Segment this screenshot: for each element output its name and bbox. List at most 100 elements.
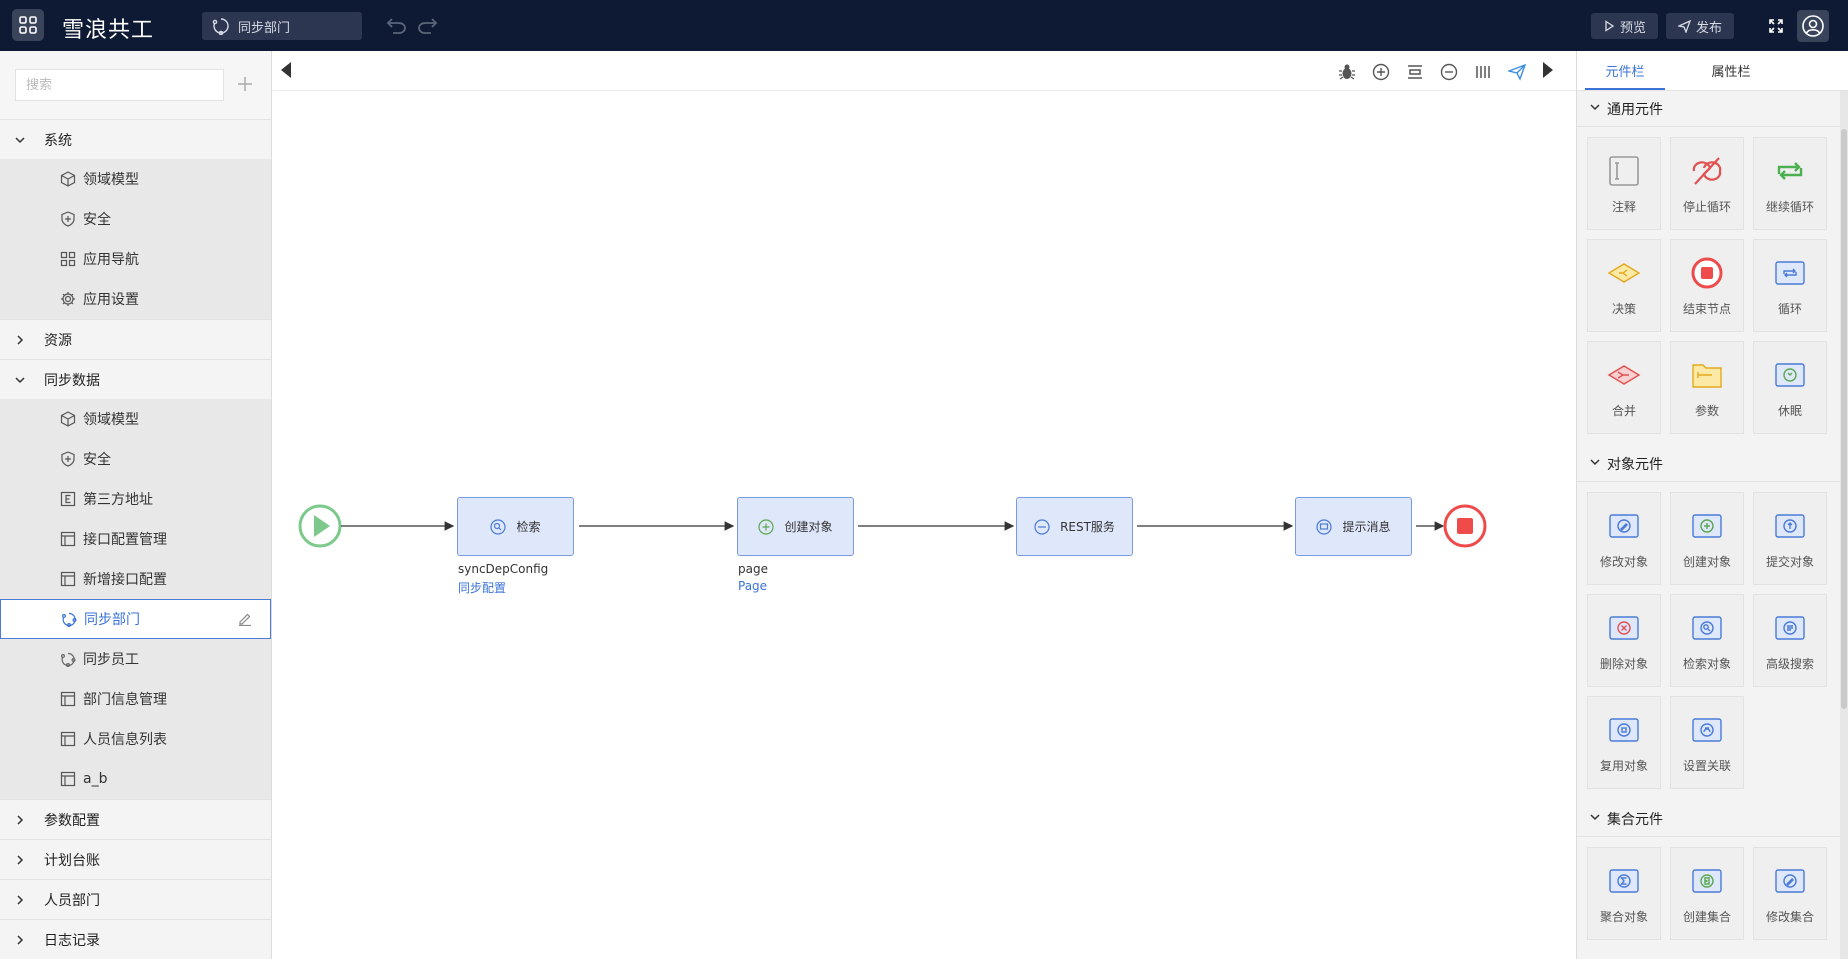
sidebar-item-label: 应用导航: [83, 252, 139, 268]
component-tile[interactable]: 决策: [1587, 239, 1661, 332]
reuse-object-icon: [1605, 711, 1643, 749]
undo-button[interactable]: [386, 16, 408, 38]
component-tile[interactable]: 创建集合: [1670, 847, 1744, 940]
component-label: 设置关联: [1682, 759, 1731, 773]
fullscreen-button[interactable]: [1768, 18, 1784, 38]
component-tile[interactable]: 结束节点: [1670, 239, 1744, 332]
app-menu-button[interactable]: [12, 9, 44, 41]
sidebar-group[interactable]: 参数配置: [0, 799, 271, 839]
component-tile[interactable]: 参数: [1670, 341, 1744, 434]
component-section-header[interactable]: 对象元件: [1577, 446, 1848, 482]
component-label: 结束节点: [1682, 302, 1731, 316]
sidebar-group[interactable]: 同步数据: [0, 359, 271, 399]
search-input[interactable]: [15, 69, 224, 101]
bug-icon: [1338, 64, 1355, 80]
component-tile[interactable]: 高级搜索: [1753, 594, 1827, 687]
sidebar-item[interactable]: 应用设置: [0, 279, 271, 319]
component-label: 修改集合: [1765, 910, 1814, 924]
component-tile[interactable]: 循环: [1753, 239, 1827, 332]
sidebar-item[interactable]: 同步员工: [0, 639, 271, 679]
flow-node-label: 提示消息: [1342, 520, 1391, 534]
component-tile[interactable]: 修改对象: [1587, 492, 1661, 585]
sidebar-group[interactable]: 日志记录: [0, 919, 271, 959]
component-label: 创建对象: [1682, 555, 1731, 569]
add-button[interactable]: [236, 75, 254, 93]
component-tile[interactable]: 设置关联: [1670, 696, 1744, 789]
preview-button[interactable]: 预览: [1591, 13, 1659, 39]
scrollbar-thumb[interactable]: [1841, 129, 1847, 709]
edit-icon[interactable]: [238, 612, 252, 630]
component-tile[interactable]: 注释: [1587, 137, 1661, 230]
redo-icon: [418, 18, 438, 34]
redo-button[interactable]: [416, 16, 438, 38]
sidebar-item[interactable]: 安全: [0, 199, 271, 239]
flow-node-search[interactable]: 检索: [457, 497, 574, 556]
open-page-tab[interactable]: 同步部门: [202, 12, 362, 40]
sidebar-group[interactable]: 资源: [0, 319, 271, 359]
component-label: 继续循环: [1765, 200, 1814, 214]
component-tile[interactable]: 创建对象: [1670, 492, 1744, 585]
comment-icon: [1605, 152, 1643, 190]
component-tile[interactable]: 提交对象: [1753, 492, 1827, 585]
component-tile[interactable]: 停止循环: [1670, 137, 1744, 230]
component-tile[interactable]: 检索对象: [1670, 594, 1744, 687]
collapse-left-panel-button[interactable]: [279, 61, 293, 83]
sidebar-item[interactable]: 同步部门: [0, 599, 271, 639]
user-avatar[interactable]: [1797, 10, 1829, 42]
tab-components[interactable]: 元件栏: [1585, 51, 1665, 90]
flow-canvas[interactable]: 检索 syncDepConfig 同步配置 创建对象 page Page RES…: [273, 51, 1576, 959]
sidebar-item-label: 安全: [83, 212, 111, 228]
tab-properties[interactable]: 属性栏: [1711, 65, 1751, 80]
end-stop-icon: [1457, 518, 1473, 534]
component-tile[interactable]: 合并: [1587, 341, 1661, 434]
component-tile[interactable]: 删除对象: [1587, 594, 1661, 687]
grid-icon: [59, 250, 77, 268]
publish-button[interactable]: 发布: [1666, 13, 1735, 39]
e-box-icon: [59, 490, 77, 508]
component-tile[interactable]: 聚合对象: [1587, 847, 1661, 940]
zoom-in-button[interactable]: [1370, 61, 1391, 82]
flow-node-message[interactable]: 提示消息: [1295, 497, 1412, 556]
sidebar-item[interactable]: 人员信息列表: [0, 719, 271, 759]
flow-node-create-object[interactable]: 创建对象: [737, 497, 854, 556]
sidebar-item-label: 第三方地址: [83, 492, 153, 508]
create-collection-icon: [1688, 862, 1726, 900]
component-tile[interactable]: 休眠: [1753, 341, 1827, 434]
component-tile[interactable]: 修改集合: [1753, 847, 1827, 940]
collapse-right-panel-button[interactable]: [1541, 61, 1555, 83]
flow-node-entity-link[interactable]: Page: [738, 579, 768, 593]
send-flow-button[interactable]: [1506, 61, 1527, 82]
create-object-icon: [1688, 507, 1726, 545]
component-section-header[interactable]: 通用元件: [1577, 91, 1848, 127]
debug-button[interactable]: [1336, 61, 1357, 82]
component-sections: 通用元件注释停止循环继续循环决策结束节点 循环合并参数休眠对象元件修改对象创建对象…: [1577, 91, 1848, 952]
chevron-down-icon: [14, 374, 26, 386]
sidebar-group[interactable]: 人员部门: [0, 879, 271, 919]
sidebar-item[interactable]: 领域模型: [0, 159, 271, 199]
align-button[interactable]: [1472, 61, 1493, 82]
sidebar-item[interactable]: a_b: [0, 759, 271, 799]
sidebar-item[interactable]: 新增接口配置: [0, 559, 271, 599]
sidebar-item[interactable]: 领域模型: [0, 399, 271, 439]
component-label: 创建集合: [1682, 910, 1731, 924]
flow-edges: [298, 504, 1487, 548]
shield-icon: [59, 450, 77, 468]
sidebar-item[interactable]: 部门信息管理: [0, 679, 271, 719]
sidebar-item[interactable]: 安全: [0, 439, 271, 479]
component-tile[interactable]: 复用对象: [1587, 696, 1661, 789]
fit-view-button[interactable]: [1404, 61, 1425, 82]
sidebar-item[interactable]: 应用导航: [0, 239, 271, 279]
zoom-out-button[interactable]: [1438, 61, 1459, 82]
component-tile[interactable]: 继续循环: [1753, 137, 1827, 230]
flow-node-rest-service[interactable]: REST服务: [1016, 497, 1133, 556]
component-section-header[interactable]: 集合元件: [1577, 801, 1848, 837]
flow-node-entity-link[interactable]: 同步配置: [458, 581, 507, 595]
triangle-right-icon: [1543, 62, 1553, 78]
sidebar-group[interactable]: 计划台账: [0, 839, 271, 879]
flow-node-variable: page: [738, 562, 768, 576]
sidebar-group[interactable]: 系统: [0, 119, 271, 159]
panel-scrollbar[interactable]: [1840, 91, 1848, 959]
sidebar-item[interactable]: 第三方地址: [0, 479, 271, 519]
fit-view-icon: [1407, 64, 1422, 79]
sidebar-item[interactable]: 接口配置管理: [0, 519, 271, 559]
